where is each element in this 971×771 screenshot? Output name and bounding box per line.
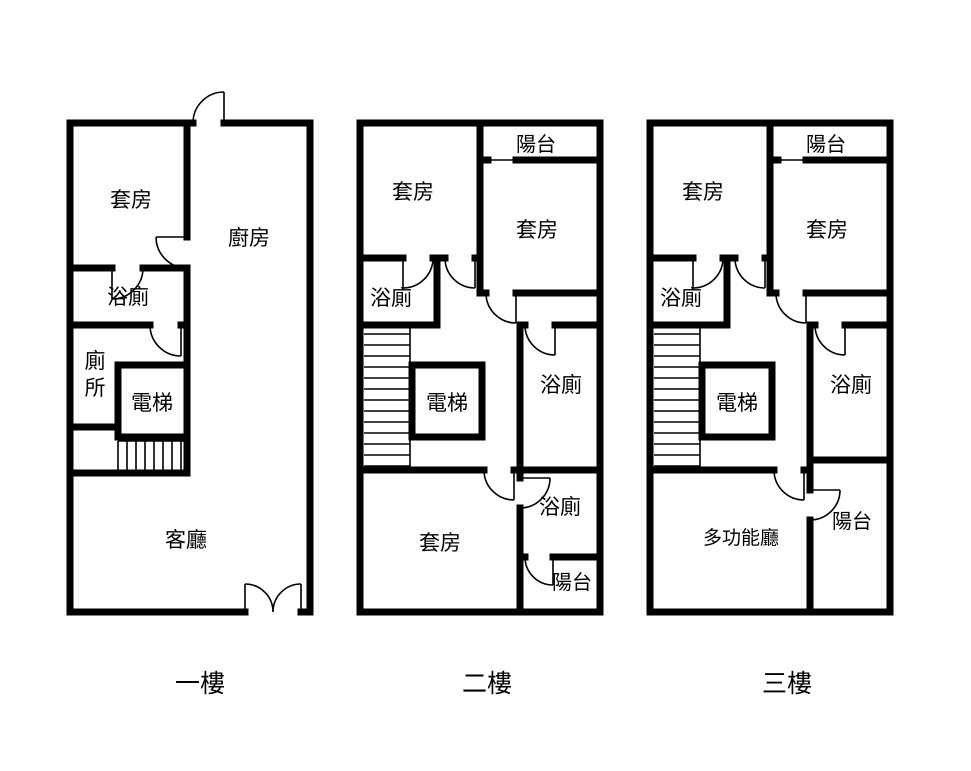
f3-bath-right-door-arc <box>814 324 846 356</box>
f1-entrance-door-arc <box>192 91 225 124</box>
f2-bath-right-door-arc <box>524 324 556 356</box>
f3-label-bath-right: 浴廁 <box>830 373 872 397</box>
f2-stairs <box>364 328 411 470</box>
f2-elevator-shaft <box>408 361 486 441</box>
f3-label-balcony-top: 陽台 <box>806 133 846 156</box>
f1-label-kitchen: 廚房 <box>228 226 270 250</box>
f3-suite-right-door-arc <box>775 292 807 324</box>
floor-plan-2: 陽台 套房 套房 浴廁 電梯 浴廁 套房 浴廁 陽台 二樓 <box>356 119 604 698</box>
f2-label-suite-right: 套房 <box>516 218 558 242</box>
floor-plan-1: 套房 廚房 浴廁 廁 所 電梯 客廳 一樓 <box>66 91 314 698</box>
f3-suite-top-door-arc <box>734 257 766 289</box>
f2-suite-bottom-door-arc <box>483 469 515 501</box>
f3-stairs <box>654 328 701 470</box>
f2-label-bath-bottom: 浴廁 <box>539 495 581 519</box>
f1-lobby-door-arc <box>149 324 182 357</box>
f3-label-suite-right: 套房 <box>806 218 848 242</box>
f2-outer-walls <box>356 119 604 616</box>
f3-hall-balcony-door-arc <box>809 489 841 521</box>
f1-label-living-room: 客廳 <box>165 528 207 552</box>
f3-caption: 三樓 <box>762 670 812 698</box>
floor-plan-3: 陽台 套房 套房 浴廁 電梯 浴廁 多功能廳 陽台 三樓 <box>646 119 894 698</box>
f2-label-bath-right: 浴廁 <box>540 373 582 397</box>
f3-inner-walls <box>646 119 894 616</box>
f3-label-elevator: 電梯 <box>716 391 758 415</box>
f1-bath-door-arc <box>111 267 144 300</box>
f2-label-suite-top-left: 套房 <box>392 180 434 204</box>
f3-bath-left-door-arc <box>692 257 724 289</box>
f2-label-balcony-top: 陽台 <box>516 133 556 156</box>
f3-label-suite-top-left: 套房 <box>682 180 724 204</box>
f1-elevator-shaft <box>114 361 191 441</box>
f3-elevator-shaft <box>698 361 776 441</box>
f1-caption: 一樓 <box>175 670 225 698</box>
f2-caption: 二樓 <box>462 670 512 698</box>
f2-suite-right-door-arc <box>485 292 517 324</box>
f2-label-elevator: 電梯 <box>426 391 468 415</box>
f3-outer-walls <box>646 119 894 616</box>
f3-label-bath-left: 浴廁 <box>660 286 702 310</box>
f1-stairs <box>117 440 186 472</box>
f2-suite-top-door-arc <box>444 257 476 289</box>
f3-hall-door-arc <box>773 469 805 501</box>
f1-label-toilet-line1: 廁 <box>85 349 106 373</box>
f2-label-balcony-bottom: 陽台 <box>552 571 592 594</box>
f2-bath-left-door-arc <box>402 257 434 289</box>
f2-label-suite-bottom: 套房 <box>419 531 461 555</box>
f2-bath-bottom-door-arc <box>519 477 551 509</box>
f3-label-multi-function-hall: 多功能廳 <box>703 527 779 549</box>
f1-label-bath: 浴廁 <box>107 285 149 309</box>
f2-balcony-bottom-door-arc <box>524 556 554 586</box>
f2-inner-walls <box>356 119 604 616</box>
f3-label-balcony-bottom: 陽台 <box>832 510 872 533</box>
f1-label-suite: 套房 <box>110 188 152 212</box>
f1-main-double-door-arcs <box>244 583 302 613</box>
f1-outer-walls <box>66 119 314 616</box>
f1-label-elevator: 電梯 <box>131 391 173 415</box>
f1-label-toilet-line2: 所 <box>85 376 106 400</box>
f2-label-bath-left: 浴廁 <box>370 286 412 310</box>
f1-suite-door-arc <box>155 236 188 269</box>
